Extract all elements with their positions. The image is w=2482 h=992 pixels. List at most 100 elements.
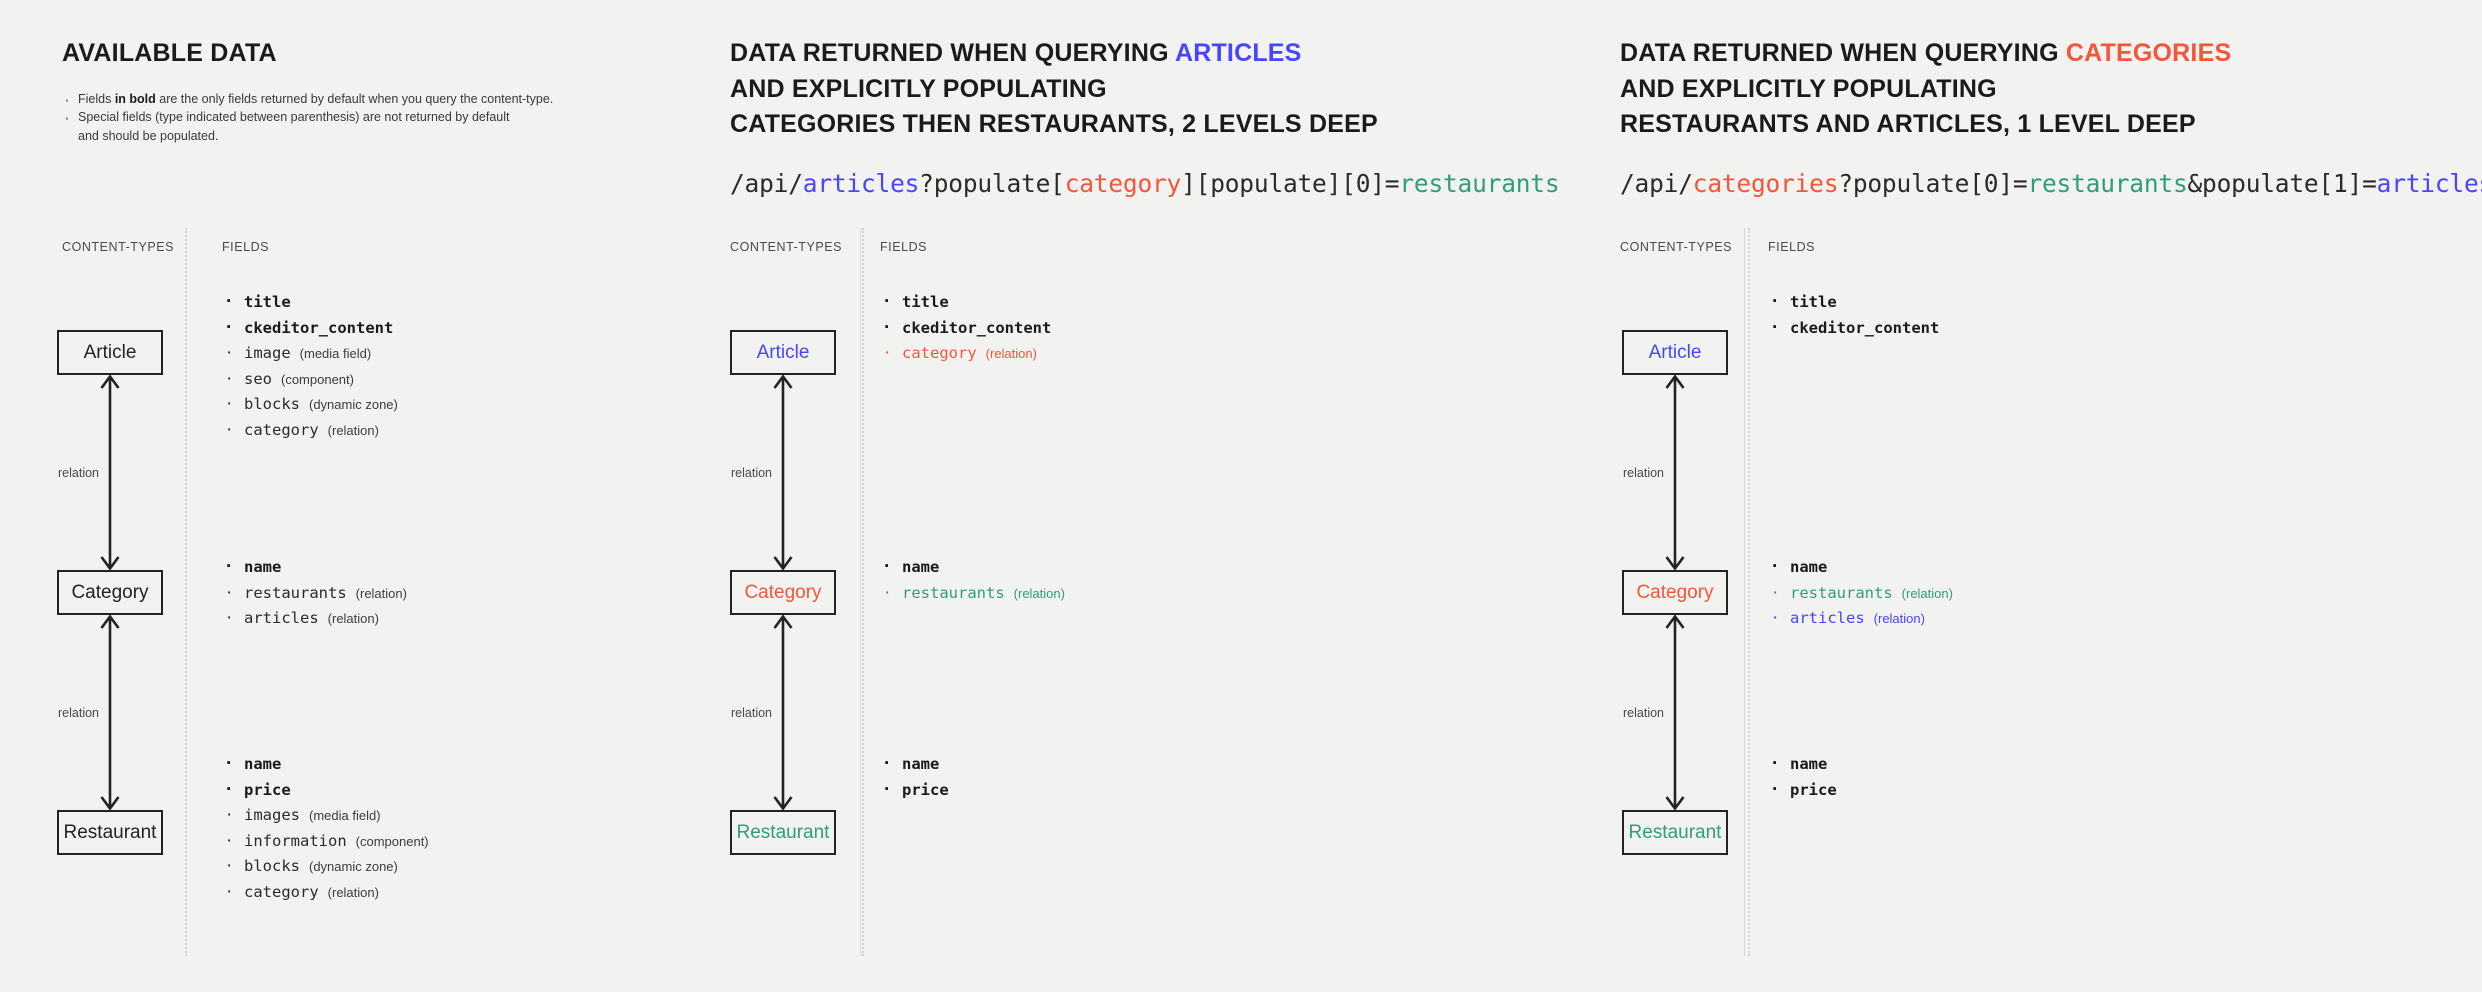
legend-note-text: Special fields (type indicated between p… <box>78 110 510 125</box>
field-item: restaurants(relation) <box>1768 580 1953 607</box>
column-title-line: DATA RETURNED WHEN QUERYING ARTICLES <box>730 36 1559 72</box>
field-group: name price <box>880 751 949 804</box>
field-name: name <box>1790 558 1828 576</box>
field-name: category <box>244 882 319 901</box>
field-name: price <box>1790 780 1837 799</box>
legend-note: Fields in bold are the only fields retur… <box>62 87 554 112</box>
field-type: (relation) <box>327 884 379 900</box>
field-item: information (component) <box>222 828 429 855</box>
field-item: images(media field) <box>222 802 429 829</box>
relation-arrow <box>1664 375 1686 570</box>
field-name: price <box>902 780 949 799</box>
field-name: name <box>902 558 940 576</box>
field-item: blocks (dynamic zone) <box>222 853 429 880</box>
title-text: AVAILABLE DATA <box>62 39 277 67</box>
api-segment: articles <box>802 168 920 198</box>
column-separator <box>1744 228 1745 956</box>
field-name: price <box>244 780 291 799</box>
relation-label: relation <box>1618 463 1669 482</box>
column-title-line: DATA RETURNED WHEN QUERYING CATEGORIES <box>1620 36 2482 72</box>
node-restaurant[interactable]: Restaurant <box>1622 810 1728 855</box>
field-name: name <box>244 755 282 773</box>
field-name: restaurants <box>244 583 347 602</box>
field-name: name <box>1790 755 1828 773</box>
title-accent-categories: CATEGORIES <box>2065 39 2232 67</box>
field-type: (media field) <box>299 346 372 361</box>
column-available-data: AVAILABLE DATA Fields in bold are the onl… <box>0 0 860 992</box>
title-accent-articles: ARTICLES <box>1174 39 1302 67</box>
field-item: ckeditor_content <box>1768 315 1939 342</box>
field-name: seo <box>244 369 272 388</box>
field-name: image <box>244 344 291 362</box>
legend-note-text: are the only fields returned by default … <box>155 91 554 106</box>
field-item: name <box>1768 554 1953 581</box>
field-item: articles(relation) <box>1768 605 1953 632</box>
title-text: DATA RETURNED WHEN QUERYING <box>730 39 1175 67</box>
api-segment: categories <box>1692 168 1839 198</box>
field-name: title <box>902 293 949 311</box>
relation-label: relation <box>53 703 104 722</box>
field-name: blocks <box>244 857 300 875</box>
api-endpoint: /api/articles?populate[category][populat… <box>730 168 1560 198</box>
field-group: title ckeditor_contentimage (media field) s… <box>222 289 398 444</box>
field-item: name <box>880 751 949 778</box>
field-group: name restaurants (relation) articles(relati… <box>222 554 407 632</box>
node-category[interactable]: Category <box>1622 570 1728 615</box>
field-name: restaurants <box>1790 583 1893 602</box>
field-type: (dynamic zone) <box>309 859 398 874</box>
title-text: CATEGORIES THEN RESTAURANTS, 2 LEVELS DE… <box>730 110 1378 138</box>
field-item: name <box>880 554 1065 581</box>
api-segment: restaurants <box>1399 168 1560 198</box>
column-separator <box>860 228 861 956</box>
title-text: AND EXPLICITLY POPULATING <box>1620 74 1997 103</box>
node-article[interactable]: Article <box>730 330 836 375</box>
sublabel-content-types: CONTENT-TYPES <box>62 240 175 254</box>
node-article[interactable]: Article <box>1622 330 1728 375</box>
field-type: (relation) <box>355 585 407 601</box>
field-item: title <box>880 289 1051 316</box>
field-group: name price images(media field) information (… <box>222 751 429 905</box>
node-restaurant[interactable]: Restaurant <box>730 810 836 855</box>
relation-label: relation <box>726 703 777 722</box>
title-text: DATA RETURNED WHEN QUERYING <box>1620 39 2066 67</box>
node-category[interactable]: Category <box>57 570 163 615</box>
legend-note-bold: in bold <box>114 91 156 106</box>
field-item: restaurants(relation) <box>880 580 1065 607</box>
field-name: title <box>244 293 291 311</box>
field-item: category(relation) <box>880 340 1051 367</box>
relation-arrow <box>1664 615 1686 810</box>
relation-arrow <box>99 375 121 570</box>
field-name: name <box>902 755 940 773</box>
field-item: category (relation) <box>222 417 398 444</box>
field-type: (relation) <box>327 422 379 438</box>
node-restaurant[interactable]: Restaurant <box>57 810 163 855</box>
field-type: (relation) <box>1873 611 1925 626</box>
field-type: (component) <box>281 371 354 387</box>
api-segment: &populate[1]= <box>2187 168 2377 198</box>
node-article[interactable]: Article <box>57 330 163 375</box>
field-name: name <box>244 558 282 576</box>
field-type: (component) <box>355 833 429 849</box>
node-category[interactable]: Category <box>730 570 836 615</box>
field-item: image (media field) <box>222 340 398 367</box>
column-title-line: AVAILABLE DATA <box>62 36 553 72</box>
sublabel-fields: FIELDS <box>1768 240 1816 254</box>
legend-note: and should be populated. <box>62 127 553 146</box>
fields-divider <box>1748 228 1750 956</box>
field-item: name <box>222 554 407 581</box>
field-type: (relation) <box>985 346 1037 361</box>
api-segment: ?populate[ <box>919 168 1065 198</box>
field-name: category <box>244 420 319 439</box>
field-name: ckeditor_content <box>244 318 394 337</box>
api-segment: articles <box>2376 168 2482 198</box>
api-endpoint: /api/categories?populate[0]=restaurants&… <box>1620 169 2482 198</box>
field-item: price <box>880 777 949 804</box>
field-item: articles(relation) <box>222 605 407 632</box>
field-name: information <box>244 831 347 850</box>
fields-divider <box>862 228 864 956</box>
field-name: restaurants <box>902 583 1005 602</box>
field-item: seo (component) <box>222 366 398 393</box>
